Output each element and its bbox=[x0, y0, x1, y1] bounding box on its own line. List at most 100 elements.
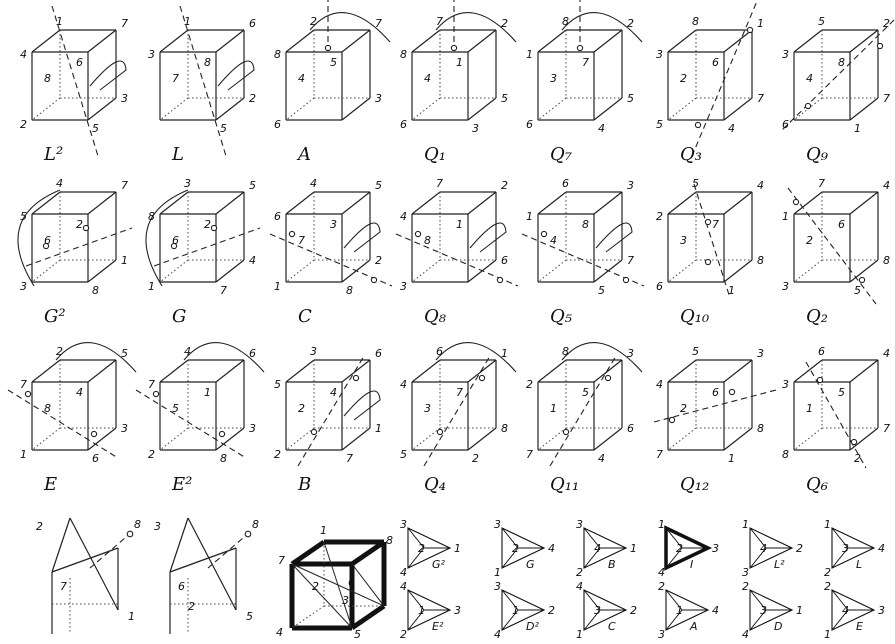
triangle-caption: G bbox=[526, 558, 535, 571]
cube-caption: L bbox=[171, 144, 184, 165]
cube-edge bbox=[216, 428, 244, 450]
cube-edge bbox=[724, 30, 752, 52]
vertex-label: 4 bbox=[598, 452, 605, 465]
vertex-label: 4 bbox=[842, 604, 849, 617]
cube-figure: 74162835 bbox=[782, 177, 890, 304]
rotation-arrow bbox=[90, 61, 126, 90]
vertex-label: 3 bbox=[742, 566, 749, 578]
vertex-label: 2 bbox=[676, 542, 683, 555]
bold-cube-edge bbox=[292, 542, 324, 564]
vertex-label: 1 bbox=[20, 448, 27, 461]
axis-pole bbox=[371, 277, 376, 282]
vertex-label: 2 bbox=[36, 520, 43, 533]
vertex-label: 5 bbox=[330, 56, 337, 69]
vertex-label: 3 bbox=[154, 520, 161, 533]
cube-figure: 6318475 bbox=[522, 177, 644, 297]
vertex-label: 3 bbox=[400, 520, 407, 531]
cube-cell: 7241863Q₈ bbox=[398, 170, 508, 330]
vertex-label: 1 bbox=[806, 402, 813, 415]
vertex-label: 2 bbox=[56, 345, 63, 358]
cube-edge bbox=[724, 192, 752, 214]
triangle-caption: D² bbox=[526, 620, 539, 633]
vertex-label: 4 bbox=[760, 542, 767, 555]
vertex-label: 2 bbox=[883, 17, 890, 30]
cube-edge bbox=[412, 192, 440, 214]
vertex-label: 2 bbox=[501, 179, 508, 192]
rotation-axis bbox=[788, 188, 876, 304]
triangle-caption: A bbox=[689, 620, 698, 633]
vertex-label: 3 bbox=[782, 280, 789, 293]
cube-edge bbox=[538, 192, 566, 214]
rotation-arrow bbox=[470, 223, 506, 252]
rotation-arrow bbox=[344, 391, 380, 420]
vertex-label: 5 bbox=[400, 448, 407, 461]
vertex-label: 4 bbox=[76, 386, 83, 399]
vertex-label: 3 bbox=[782, 378, 789, 391]
vertex-label: 7 bbox=[20, 378, 27, 391]
vertex-label: 6 bbox=[838, 218, 845, 231]
hidden-edge bbox=[538, 260, 566, 282]
vertex-label: 5 bbox=[354, 628, 361, 641]
cube-caption: A bbox=[296, 144, 311, 165]
vertex-label: 3 bbox=[494, 582, 501, 593]
vertex-label: 8 bbox=[582, 218, 589, 231]
cube-caption: L² bbox=[43, 144, 63, 165]
vertex-label: 6 bbox=[627, 422, 634, 435]
cube-edge bbox=[850, 360, 878, 382]
vertex-label: 1 bbox=[782, 210, 789, 223]
inner-diagonal bbox=[352, 564, 384, 606]
hidden-edge bbox=[32, 428, 60, 450]
cube-edge bbox=[160, 360, 188, 382]
vertex-label: 5 bbox=[854, 284, 861, 297]
vertex-label: 1 bbox=[576, 628, 583, 640]
vertex-label: 6 bbox=[436, 345, 443, 358]
vertex-label: 5 bbox=[220, 122, 227, 135]
cube-edge bbox=[342, 192, 370, 214]
cube-figure: 64351782 bbox=[782, 345, 890, 468]
axis-pole bbox=[695, 122, 700, 127]
vertex-label: 1 bbox=[375, 422, 382, 435]
cube-caption: G bbox=[172, 306, 186, 327]
cube-caption: Q₁ bbox=[424, 144, 446, 165]
vertex-label: 4 bbox=[20, 48, 27, 61]
cube-figure: 47526138 bbox=[18, 177, 132, 297]
vertex-label: 6 bbox=[92, 452, 99, 465]
rotation-arrow bbox=[596, 223, 632, 252]
cube-figure: 81362754 bbox=[656, 0, 764, 156]
vertex-label: 5 bbox=[692, 345, 699, 358]
vertex-label: 6 bbox=[172, 234, 179, 247]
triangle-caption: I bbox=[690, 558, 693, 571]
axis-pole bbox=[211, 225, 216, 230]
vertex-label: 2 bbox=[472, 452, 479, 465]
vertex-label: 2 bbox=[400, 628, 407, 640]
cube-diagram: 25748316E bbox=[18, 338, 128, 498]
axis-pole bbox=[747, 27, 752, 32]
cube-caption: Q₁₂ bbox=[680, 474, 709, 495]
cube-edge bbox=[850, 192, 878, 214]
cube-edge bbox=[52, 548, 118, 572]
vertex-label: 6 bbox=[249, 17, 256, 30]
vertex-label: 5 bbox=[582, 386, 589, 399]
vertex-label: 4 bbox=[400, 210, 407, 223]
cube-cell: 47526138G² bbox=[18, 170, 128, 330]
cube-edge bbox=[88, 428, 116, 450]
vertex-label: 3 bbox=[400, 280, 407, 293]
hidden-edge bbox=[32, 98, 60, 120]
vertex-label: 8 bbox=[692, 15, 699, 28]
cube-edge bbox=[216, 260, 244, 282]
cube-edge bbox=[468, 30, 496, 52]
partial-cube-cell: 38652 bbox=[148, 508, 268, 638]
hidden-edge bbox=[794, 428, 822, 450]
cube-edge bbox=[594, 428, 622, 450]
vertex-label: 7 bbox=[656, 448, 663, 461]
triangle-caption: D bbox=[774, 620, 782, 633]
cube-edge bbox=[160, 30, 188, 52]
vertex-label: 5 bbox=[818, 15, 825, 28]
vertex-label: 7 bbox=[436, 177, 443, 190]
vertex-label: 3 bbox=[658, 628, 665, 640]
vertex-label: 3 bbox=[594, 604, 601, 617]
vertex-label: 7 bbox=[60, 580, 67, 593]
vertex-label: 3 bbox=[782, 48, 789, 61]
triangle-diagram: 2431E bbox=[822, 582, 894, 640]
vertex-label: 7 bbox=[883, 92, 890, 105]
